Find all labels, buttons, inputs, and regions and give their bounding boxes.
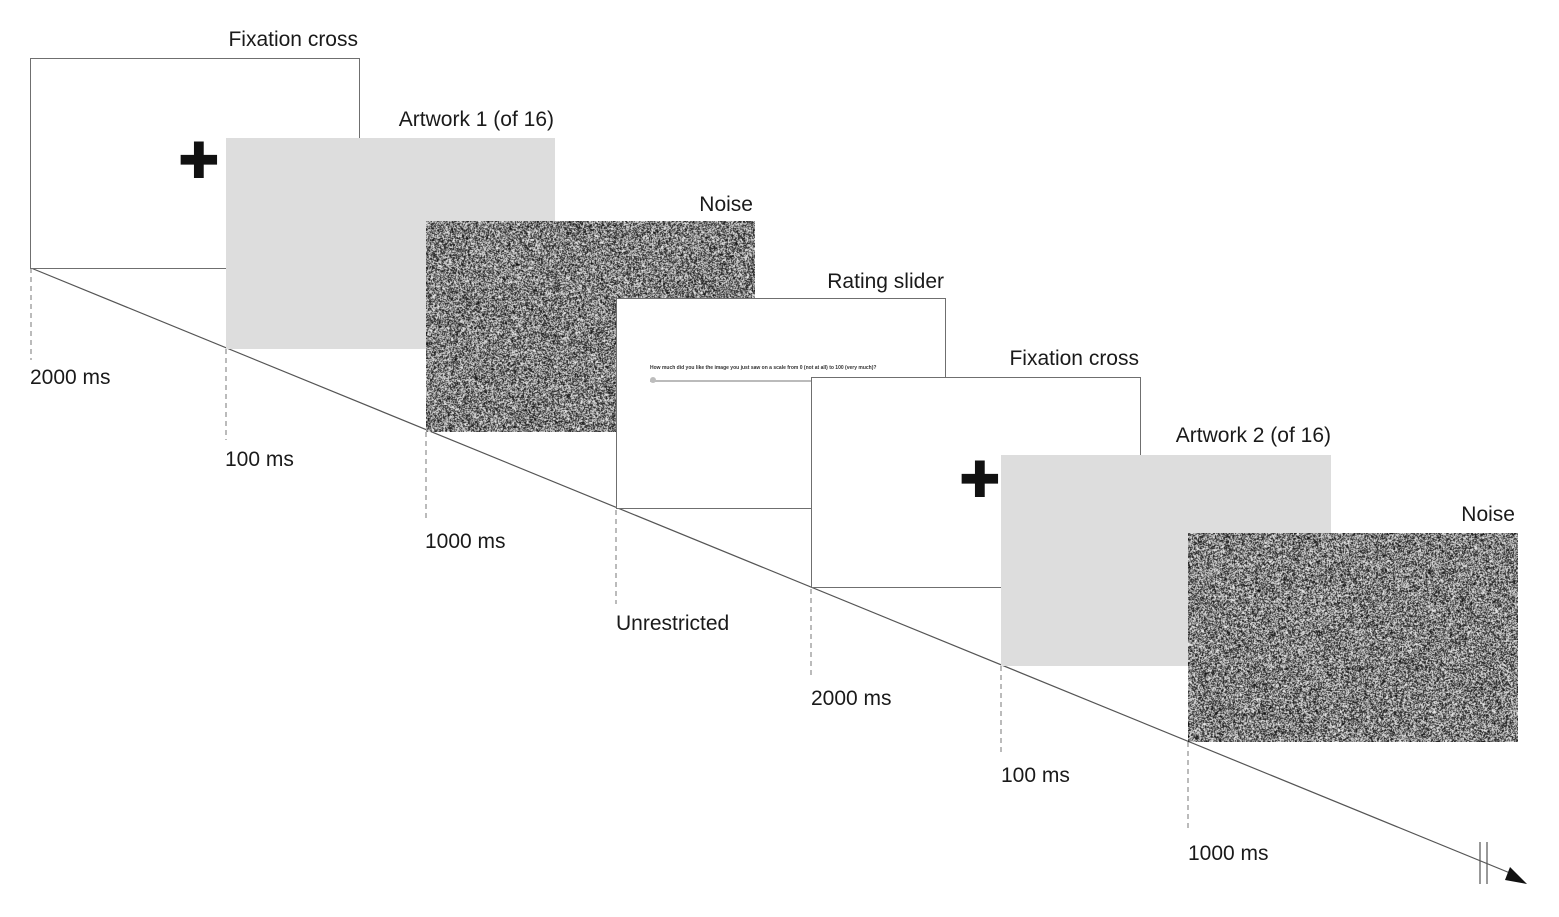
- rating-slider-thumb[interactable]: [650, 377, 656, 383]
- rating-question: How much did you like the image you just…: [650, 365, 876, 371]
- stage-label-fixation-1: Fixation cross: [200, 29, 358, 50]
- duration-artwork-1: 100 ms: [225, 449, 294, 470]
- fixation-cross-icon: ✚: [959, 455, 1001, 505]
- time-axis-arrowhead: [1505, 867, 1527, 884]
- duration-noise-1: 1000 ms: [425, 531, 506, 552]
- noise-texture: [1188, 533, 1518, 742]
- duration-fixation-1: 2000 ms: [30, 367, 111, 388]
- duration-rating: Unrestricted: [616, 613, 729, 634]
- stage-label-fixation-2: Fixation cross: [960, 348, 1139, 369]
- frame-noise-2: [1188, 533, 1518, 742]
- duration-fixation-2: 2000 ms: [811, 688, 892, 709]
- stage-label-artwork-2: Artwork 2 (of 16): [1140, 425, 1331, 446]
- stage-label-noise-1: Noise: [600, 194, 753, 215]
- fixation-cross-icon: ✚: [178, 136, 220, 186]
- stage-label-noise-2: Noise: [1400, 504, 1515, 525]
- duration-noise-2: 1000 ms: [1188, 843, 1269, 864]
- stage-label-rating: Rating slider: [780, 271, 944, 292]
- stage-label-artwork-1: Artwork 1 (of 16): [360, 109, 554, 130]
- duration-artwork-2: 100 ms: [1001, 765, 1070, 786]
